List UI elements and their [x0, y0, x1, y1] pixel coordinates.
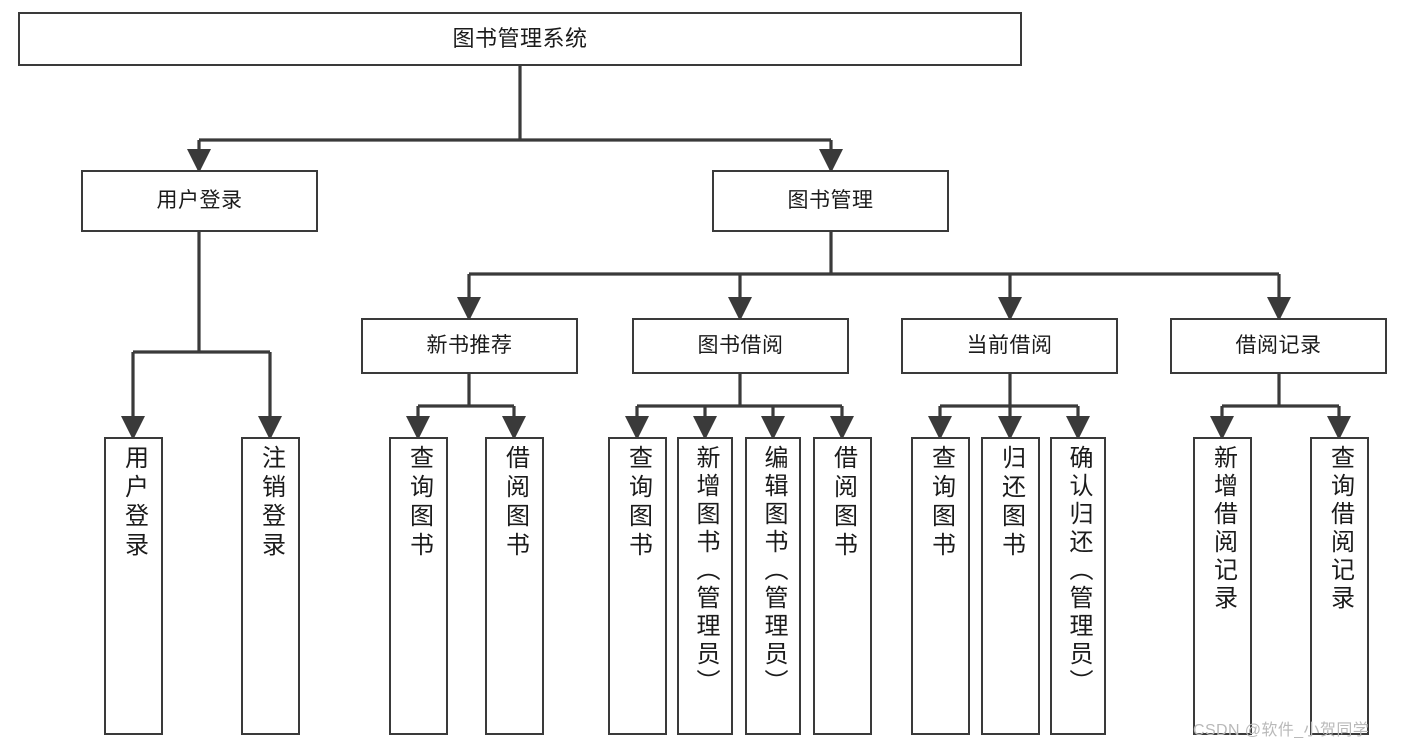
- leaf-edit-book[interactable]: 编辑图书（管理员）: [745, 437, 801, 735]
- leaf-borrow-book-b[interactable]: 借阅图书: [813, 437, 872, 735]
- node-current-borrow[interactable]: 当前借阅: [901, 318, 1118, 374]
- node-user-login[interactable]: 用户登录: [81, 170, 318, 232]
- node-current-borrow-label: 当前借阅: [966, 334, 1053, 358]
- node-book-borrow-label: 图书借阅: [697, 334, 784, 358]
- node-root[interactable]: 图书管理系统: [18, 12, 1022, 66]
- leaf-logout-label: 注销登录: [257, 445, 285, 561]
- leaf-add-book[interactable]: 新增图书（管理员）: [677, 437, 733, 735]
- node-book-management[interactable]: 图书管理: [712, 170, 949, 232]
- leaf-logout[interactable]: 注销登录: [241, 437, 300, 735]
- leaf-return-book[interactable]: 归还图书: [981, 437, 1040, 735]
- node-book-borrow[interactable]: 图书借阅: [632, 318, 849, 374]
- leaf-query-book-a[interactable]: 查询图书: [389, 437, 448, 735]
- leaf-borrow-book-a-label: 借阅图书: [501, 445, 529, 561]
- leaf-confirm-return[interactable]: 确认归还（管理员）: [1050, 437, 1106, 735]
- node-new-book-recommend-label: 新书推荐: [426, 334, 513, 358]
- node-user-login-label: 用户登录: [156, 189, 243, 213]
- leaf-borrow-book-b-label: 借阅图书: [829, 445, 857, 561]
- leaf-query-book-c-label: 查询图书: [927, 445, 955, 561]
- node-new-book-recommend[interactable]: 新书推荐: [361, 318, 578, 374]
- leaf-query-record-label: 查询借阅记录: [1326, 445, 1354, 613]
- leaf-edit-book-label: 编辑图书（管理员）: [760, 445, 787, 697]
- node-borrow-record[interactable]: 借阅记录: [1170, 318, 1387, 374]
- leaf-query-book-b[interactable]: 查询图书: [608, 437, 667, 735]
- csdn-watermark: CSDN @软件_小贺同学: [1193, 722, 1370, 739]
- leaf-borrow-book-a[interactable]: 借阅图书: [485, 437, 544, 735]
- leaf-return-book-label: 归还图书: [997, 445, 1025, 561]
- leaf-query-book-a-label: 查询图书: [405, 445, 433, 561]
- leaf-add-record-label: 新增借阅记录: [1209, 445, 1237, 613]
- node-root-label: 图书管理系统: [452, 25, 588, 51]
- leaf-add-book-label: 新增图书（管理员）: [692, 445, 719, 697]
- leaf-user-login-label: 用户登录: [120, 445, 148, 561]
- node-borrow-record-label: 借阅记录: [1235, 334, 1322, 358]
- leaf-query-book-c[interactable]: 查询图书: [911, 437, 970, 735]
- leaf-query-book-b-label: 查询图书: [624, 445, 652, 561]
- leaf-add-record[interactable]: 新增借阅记录: [1193, 437, 1252, 735]
- leaf-user-login[interactable]: 用户登录: [104, 437, 163, 735]
- leaf-confirm-return-label: 确认归还（管理员）: [1065, 445, 1092, 697]
- node-book-management-label: 图书管理: [787, 189, 874, 213]
- leaf-query-record[interactable]: 查询借阅记录: [1310, 437, 1369, 735]
